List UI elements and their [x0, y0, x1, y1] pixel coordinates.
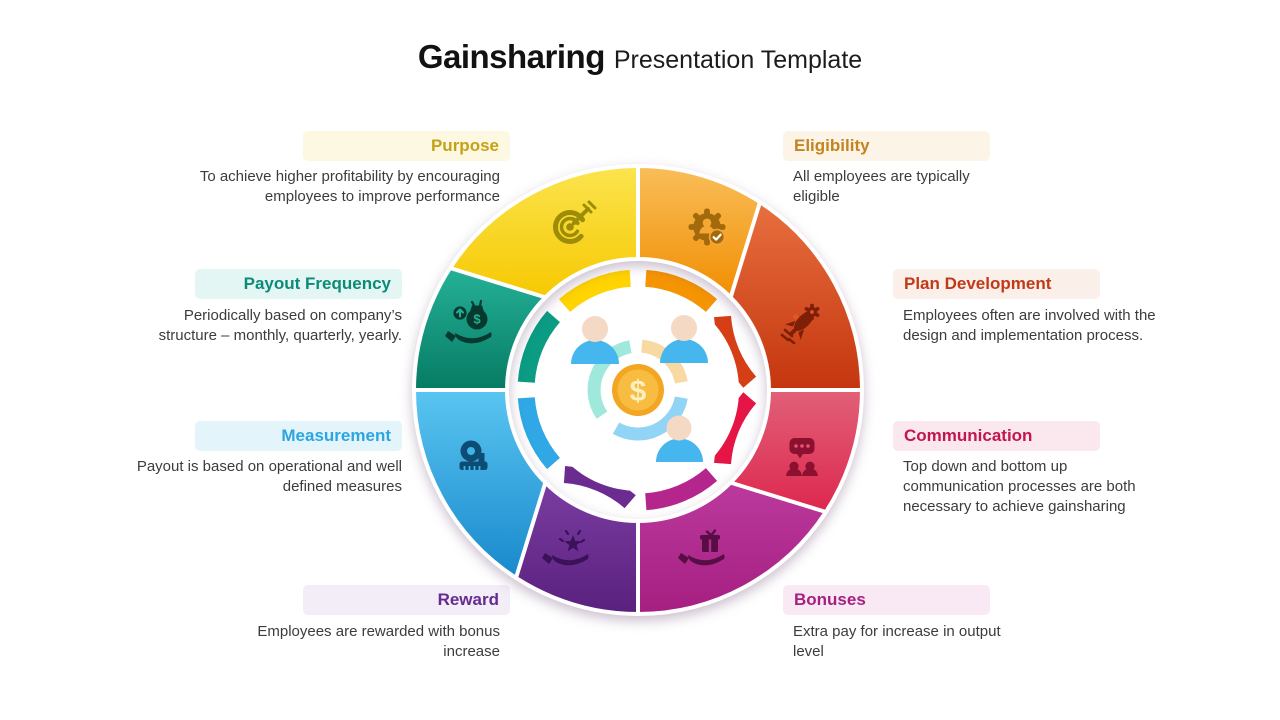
segment-purpose [448, 164, 640, 300]
segment-icons: $ [445, 200, 820, 566]
measuring-tape-icon [459, 440, 488, 470]
section-description-bonuses: Extra pay for increase in output level [793, 623, 1001, 660]
dollar-sign: $ [630, 375, 647, 408]
rocket-gear-icon [780, 303, 820, 345]
section-label-reward: Reward [437, 590, 499, 609]
ring-arc-measurement [517, 396, 561, 470]
section-badge-bonuses: Bonuses [783, 585, 990, 615]
section-description-communication: Top down and bottom up communication pro… [903, 458, 1136, 515]
chat-people-icon [786, 438, 818, 476]
section-badge-communication: Communication [893, 421, 1100, 451]
section-label-payout-frequency: Payout Frequency [243, 274, 391, 293]
person-figure [571, 316, 619, 364]
segment-plan-development [728, 200, 864, 392]
segment-bonuses [636, 480, 828, 616]
section-label-plan-development: Plan Development [904, 274, 1052, 293]
person-gear-check-icon [688, 208, 726, 246]
ring-arc-payout-frequency [517, 310, 561, 384]
section-label-bonuses: Bonuses [794, 590, 866, 609]
section-badge-measurement: Measurement [195, 421, 402, 451]
section-badge-purpose: Purpose [303, 131, 510, 161]
ring-arc-purpose [558, 269, 632, 313]
section-label-measurement: Measurement [281, 426, 391, 445]
section-description-eligibility: All employees are typically eligible [793, 168, 970, 205]
section-description-payout-frequency: Periodically based on company’s structur… [158, 307, 402, 344]
section-description-plan-development: Employees often are involved with the de… [903, 307, 1156, 344]
section-description-purpose: To achieve higher profitability by encou… [199, 168, 500, 205]
gift-hand-icon [678, 529, 725, 566]
section-label-purpose: Purpose [430, 136, 499, 155]
person-figure [656, 415, 703, 462]
dollar-coin-inner [617, 369, 659, 411]
target-icon [553, 200, 597, 244]
segment-measurement [412, 388, 548, 580]
people-around-dollar-icon: $ [571, 315, 708, 462]
title-regular: Presentation Template [613, 46, 863, 74]
ring-arc-eligibility [644, 269, 718, 313]
section-badge-eligibility: Eligibility [783, 131, 990, 161]
title-bold: Gainsharing [417, 38, 606, 75]
section-badge-plan-development: Plan Development [893, 269, 1100, 299]
person-figure [660, 315, 708, 363]
section-description-measurement: Payout is based on operational and well … [136, 458, 402, 495]
ring-arc-bonuses [644, 467, 718, 511]
section-badge-reward: Reward [303, 585, 510, 615]
money-bag-hand-icon: $ [445, 299, 492, 344]
bag-dollar-sign: $ [473, 312, 481, 327]
star-hand-icon [542, 529, 589, 566]
section-label-eligibility: Eligibility [794, 136, 870, 155]
section-badge-payout-frequency: Payout Frequency [195, 269, 402, 299]
section-label-communication: Communication [904, 426, 1033, 445]
section-description-reward: Employees are rewarded with bonus increa… [257, 623, 500, 660]
